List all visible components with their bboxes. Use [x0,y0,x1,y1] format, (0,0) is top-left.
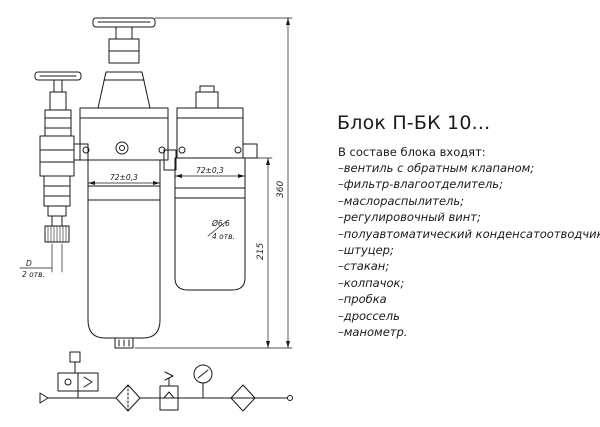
list-item: –регулировочный винт; [338,210,481,225]
page-title: Блок П-БК 10... [337,112,491,134]
list-item: –манометр. [338,325,408,340]
dim-hole-diameter: Ø6,6 [211,219,230,228]
dim-width-left: 72±0,3 [110,173,138,182]
lubricator [174,85,258,291]
list-item: –стакан; [338,259,390,274]
components-list: –вентиль с обратным клапаном; –фильтр-вл… [338,160,600,340]
list-item: –полуавтоматический конденсатоотводчик; [338,226,600,241]
list-item: –маслораспылитель; [338,193,465,208]
list-item: –вентиль с обратным клапаном; [338,161,535,175]
dim-port-d: D [26,259,32,268]
pneumatic-schematic [39,351,293,412]
valve-assembly [34,71,89,243]
dim-hole-count: 4 отв. [212,232,235,241]
list-item: –пробка [338,292,387,307]
dim-height-total: 360 [276,181,286,198]
list-item: –дроссель [338,308,400,323]
components-subtitle: В составе блока входят: [338,145,486,159]
dim-port-count: 2 отв. [22,270,45,279]
list-item: –штуцер; [338,243,394,258]
dim-height-bowl: 215 [256,243,266,260]
dim-width-right: 72±0,3 [196,166,224,175]
list-item: –фильтр-влагоотделитель; [338,177,503,192]
filter-regulator [79,17,169,349]
list-item: –колпачок; [338,275,405,290]
